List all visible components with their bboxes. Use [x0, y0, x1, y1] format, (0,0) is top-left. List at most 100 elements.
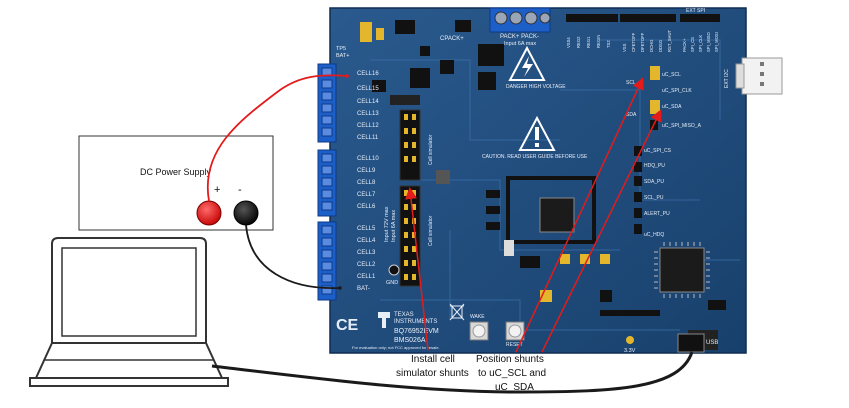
svg-text:SPI_CS: SPI_CS: [690, 37, 695, 52]
cell-labels: CELL16 CELL15 CELL14 CELL13 CELL12 CELL1…: [357, 71, 379, 292]
svg-text:uC_HDQ: uC_HDQ: [644, 232, 664, 238]
components-top-left: [360, 20, 504, 105]
evm-board: PACK+ PACK- Input 6A max DANGER HIGH VOL…: [317, 7, 783, 354]
svg-text:BAT-: BAT-: [357, 286, 370, 292]
svg-text:HDQ_PU: HDQ_PU: [644, 163, 665, 169]
ti-logo-icon: [378, 312, 390, 328]
svg-text:uC_SPI_MISO_A: uC_SPI_MISO_A: [662, 123, 702, 129]
svg-text:REG1: REG1: [586, 36, 591, 48]
svg-text:REG2: REG2: [576, 36, 581, 48]
tp5-label: TP5: [336, 46, 346, 52]
cell-shunt-arrow: [405, 187, 429, 351]
svg-text:CFETOFF: CFETOFF: [631, 32, 636, 52]
caution-label: CAUTION. READ USER GUIDE BEFORE USE: [482, 154, 588, 160]
svg-text:DFETOFF: DFETOFF: [640, 32, 645, 52]
cell-shunt-note-line2: simulator shunts: [396, 368, 469, 379]
disclaimer-label: For evaluation only; not FCC approved fo…: [352, 345, 440, 350]
pcb-substrate: [329, 7, 747, 354]
svg-text:DDSG: DDSG: [658, 40, 663, 52]
sda-shunt-arrow: [541, 109, 662, 353]
svg-text:CELL16: CELL16: [357, 71, 379, 77]
pos-shunt-note-line2: to uC_SCL and: [478, 368, 546, 379]
ext-i2c-connector[interactable]: [735, 57, 783, 95]
laptop-icon: [29, 237, 229, 387]
jumper-labels: uC_SCL uC_SPI_CLK uC_SDA uC_SPI_MISO_A u…: [626, 72, 702, 238]
pack-sub-label: Input 6A max: [504, 41, 536, 47]
positive-terminal[interactable]: [196, 200, 222, 226]
svg-text:CELL3: CELL3: [357, 250, 376, 256]
cell-connector-middle[interactable]: [317, 149, 337, 217]
power-supply-label: DC Power Supply: [140, 167, 212, 177]
svg-text:CELL8: CELL8: [357, 180, 376, 186]
negative-terminal[interactable]: [233, 200, 259, 226]
ce-mark: CE: [336, 317, 359, 334]
svg-text:SPI_MISO: SPI_MISO: [706, 31, 711, 52]
black-ground-wire: [245, 224, 342, 290]
svg-text:DCHG: DCHG: [649, 40, 654, 52]
cell-simulator-label-upper: Cell simulator: [428, 134, 434, 165]
svg-text:CELL1: CELL1: [357, 274, 376, 280]
usb-port[interactable]: [677, 333, 705, 353]
input-current-label: Input 6A max: [391, 210, 397, 242]
svg-text:ALERT_PU: ALERT_PU: [644, 211, 670, 217]
pack-connector[interactable]: [489, 7, 551, 33]
scl-label: SCL: [626, 80, 636, 86]
minus-terminal-label: -: [238, 184, 242, 196]
reset-button[interactable]: [505, 321, 525, 341]
microcontroller-chip: [654, 242, 710, 298]
caution-warning-icon: [518, 115, 556, 151]
model-label: BQ76952EVM: [394, 328, 439, 335]
svg-text:VSS: VSS: [622, 43, 627, 52]
svg-text:uC_SCL: uC_SCL: [662, 72, 681, 78]
svg-text:CELL12: CELL12: [357, 123, 379, 129]
cpack-plus-label: CPACK+: [440, 36, 464, 42]
scl-shunt-arrow: [515, 77, 644, 353]
cell-connector-upper[interactable]: [317, 63, 337, 143]
svg-text:SCL_PU: SCL_PU: [644, 195, 664, 201]
svg-text:VSS4: VSS4: [566, 37, 571, 48]
svg-text:RST_SHUT: RST_SHUT: [667, 29, 672, 52]
reset-label: RESET: [506, 342, 523, 348]
pos-shunt-note-line1: Position shunts: [476, 354, 544, 365]
pack-label: PACK+ PACK-: [500, 34, 539, 40]
gnd-test-point[interactable]: [388, 264, 400, 276]
weee-bin-icon: [449, 303, 465, 321]
brand-line-2: INSTRUMENTS: [394, 319, 437, 325]
v33-label: 3.3V: [624, 348, 636, 354]
usb-label: USB: [706, 340, 718, 346]
danger-label: DANGER HIGH VOLTAGE: [506, 84, 566, 90]
svg-text:CELL7: CELL7: [357, 192, 376, 198]
board-id-label: BMS026A: [394, 337, 426, 344]
svg-text:uC_SPI_CS: uC_SPI_CS: [644, 148, 672, 154]
cell-simulator-label-lower: Cell simulator: [428, 215, 434, 246]
svg-text:CELL10: CELL10: [357, 156, 379, 162]
ext-spi-label: EXT SPI: [686, 8, 705, 14]
svg-text:CELL5: CELL5: [357, 226, 376, 232]
input-voltage-label: Input 72V max: [384, 206, 390, 242]
svg-text:CELL15: CELL15: [357, 86, 379, 92]
high-voltage-warning-icon: [508, 45, 546, 81]
top-header-labels: VSS4 REG2 REG1 REGIN TS2 VSS CFETOFF DFE…: [566, 29, 719, 52]
cell-connector-lower[interactable]: [317, 221, 337, 301]
svg-text:SDA_PU: SDA_PU: [644, 179, 664, 185]
svg-text:CELL2: CELL2: [357, 262, 376, 268]
svg-text:CELL13: CELL13: [357, 111, 379, 117]
wake-label: WAKE: [470, 314, 485, 320]
svg-text:uC_SDA: uC_SDA: [662, 104, 682, 110]
svg-text:CELL9: CELL9: [357, 168, 376, 174]
svg-text:TS2: TS2: [606, 40, 611, 48]
svg-text:SPI_CLK: SPI_CLK: [698, 35, 703, 52]
sda-label: SDA: [626, 112, 637, 118]
top-header-strip[interactable]: [566, 14, 720, 22]
svg-text:REGIN: REGIN: [596, 35, 601, 48]
svg-text:SPI_MOSI: SPI_MOSI: [714, 32, 719, 52]
bq-monitor-chip: [506, 176, 596, 244]
brand-line-1: TEXAS: [394, 312, 414, 318]
gnd-label: GND: [386, 280, 398, 286]
cell-simulator-headers[interactable]: [399, 109, 421, 287]
svg-text:CELL6: CELL6: [357, 204, 376, 210]
cell-shunt-note-line1: Install cell: [411, 354, 455, 365]
wake-button[interactable]: [469, 321, 489, 341]
